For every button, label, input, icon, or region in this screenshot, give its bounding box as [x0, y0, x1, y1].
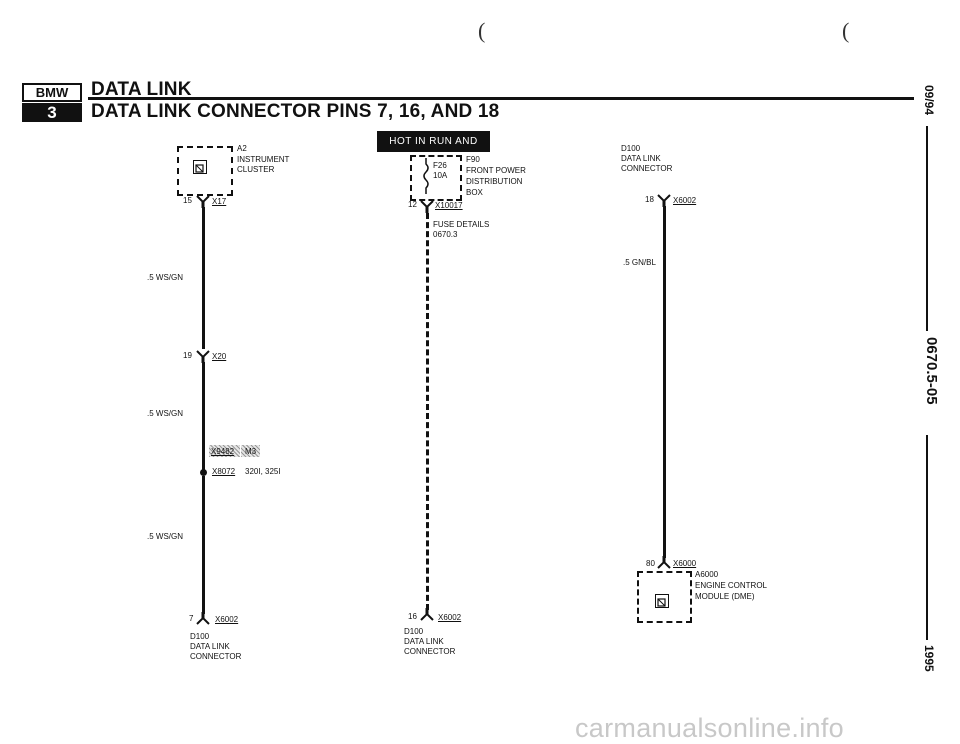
module-name-2: MODULE (DME): [695, 592, 755, 601]
connector-label: X6002: [673, 196, 697, 205]
component-symbol-icon: [193, 160, 207, 174]
badge-model: 3: [22, 103, 82, 122]
title-rule: [88, 97, 914, 100]
option-shade: [241, 445, 260, 457]
fuse-box-outline: [410, 155, 462, 201]
wire-color-label: .5 WS/GN: [147, 532, 184, 541]
fuse-icon: [423, 158, 429, 194]
destination-name-2: CONNECTOR: [404, 647, 456, 656]
connector-label: X17: [212, 197, 227, 206]
connector-label: X10017: [435, 201, 463, 210]
watermark: carmanualsonline.info: [575, 713, 844, 743]
connector-male-icon: [196, 612, 210, 625]
destination-name-1: DATA LINK: [190, 642, 230, 651]
destination-name-1: DATA LINK: [404, 637, 444, 646]
wire-color-label: .5 GN/BL: [623, 258, 656, 267]
pin-number: 18: [645, 195, 654, 204]
option-connector-label: X9482: [211, 447, 235, 456]
fuse-box-name-2: DISTRIBUTION: [466, 177, 523, 186]
option-model-label: M3: [245, 447, 257, 456]
wire-segment: [663, 206, 666, 558]
option-shade: [209, 445, 240, 457]
wire-color-label: .5 WS/GN: [147, 273, 184, 282]
source-name-2: CONNECTOR: [621, 164, 673, 173]
side-date: 09/94: [922, 85, 936, 116]
wire-color-label: .5 WS/GN: [147, 409, 184, 418]
instrument-cluster-box: [177, 146, 233, 196]
side-rule-1: [926, 126, 928, 331]
scan-mark: (: [842, 18, 850, 43]
connector-label: X6000: [673, 559, 697, 568]
engine-module-box: [637, 571, 692, 623]
connector-female-icon: [196, 195, 210, 208]
scan-mark: (: [478, 18, 486, 43]
page-title: DATA LINK: [91, 79, 192, 100]
fuse-box-id: F90: [466, 155, 480, 164]
destination-id: D100: [190, 632, 210, 641]
splice-dot-icon: [200, 469, 207, 476]
fuse-details-ref: 0670.3: [433, 230, 458, 239]
cluster-box-bottom: [177, 194, 233, 196]
cluster-name-1: INSTRUMENT: [237, 155, 290, 164]
splice-label: X8072: [212, 467, 236, 476]
fuse-box-name-1: FRONT POWER: [466, 166, 526, 175]
side-page-number: 0670.5-05: [923, 337, 940, 405]
wire-segment: [202, 362, 205, 474]
connector-label: X6002: [215, 615, 239, 624]
wire-segment: [202, 207, 205, 349]
side-rule-2: [926, 435, 928, 640]
connector-male-icon: [657, 556, 671, 569]
fuse-details-label: FUSE DETAILS: [433, 220, 490, 229]
pin-number: 19: [183, 351, 192, 360]
pin-number: 7: [189, 614, 194, 623]
wire-segment: [426, 213, 429, 610]
pin-number: 15: [183, 196, 192, 205]
power-banner: HOT IN RUN AND START: [377, 131, 490, 168]
wire-segment: [202, 476, 205, 614]
fuse-rating: 10A: [433, 171, 448, 180]
page-subtitle: DATA LINK CONNECTOR PINS 7, 16, AND 18: [91, 101, 500, 122]
module-name-1: ENGINE CONTROL: [695, 581, 768, 590]
destination-name-2: CONNECTOR: [190, 652, 242, 661]
connector-female-icon: [657, 194, 671, 207]
pin-number: 80: [646, 559, 655, 568]
component-symbol-icon: [655, 594, 669, 608]
source-name-1: DATA LINK: [621, 154, 661, 163]
connector-female-icon: [196, 350, 210, 363]
fuse-number: F26: [433, 161, 447, 170]
pin-number: 12: [408, 200, 417, 209]
source-id: D100: [621, 144, 641, 153]
bmw-badge: BMW 3: [22, 83, 82, 123]
side-year: 1995: [922, 645, 936, 672]
splice-note: 320I, 325I: [245, 467, 281, 476]
connector-label: X20: [212, 352, 227, 361]
cluster-id: A2: [237, 144, 247, 153]
module-id: A6000: [695, 570, 719, 579]
destination-id: D100: [404, 627, 424, 636]
connector-female-icon: [420, 200, 434, 213]
badge-brand: BMW: [22, 83, 82, 102]
fuse-box-name-3: BOX: [466, 188, 483, 197]
connector-label: X6002: [438, 613, 462, 622]
cluster-name-2: CLUSTER: [237, 165, 275, 174]
connector-male-icon: [420, 608, 434, 621]
pin-number: 16: [408, 612, 417, 621]
